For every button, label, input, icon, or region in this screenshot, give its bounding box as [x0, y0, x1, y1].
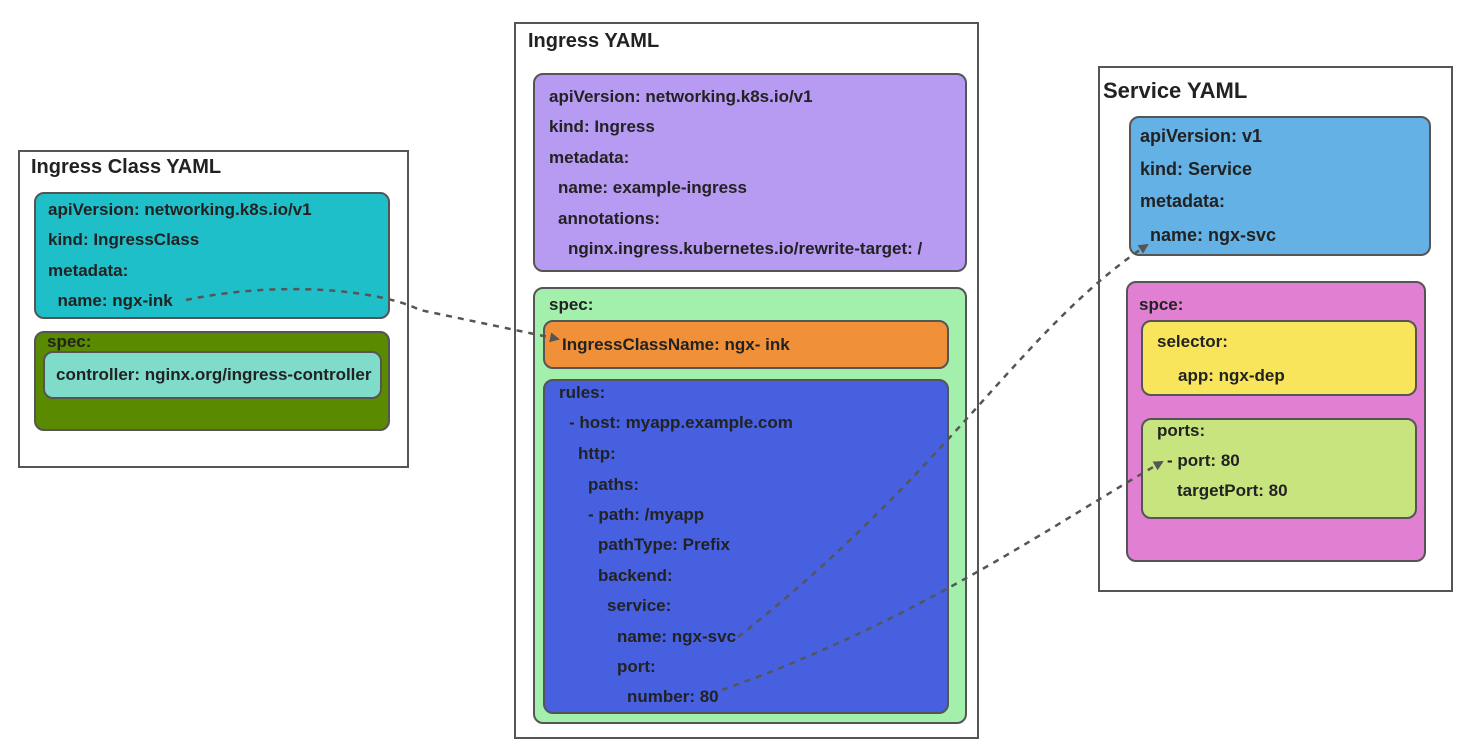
ingress-class-spec-label: spec: [47, 332, 92, 351]
ingress-line-name: name: example-ingress [558, 178, 747, 197]
service-selector-value: app: ngx-dep [1178, 366, 1285, 385]
ingress-spec-label: spec: [549, 295, 594, 314]
service-spec-label: spce: [1139, 295, 1184, 314]
service-ports-box [1141, 418, 1417, 519]
ingress-class-line-kind: kind: IngressClass [48, 230, 200, 249]
ingress-line-apiversion: apiVersion: networking.k8s.io/v1 [549, 87, 813, 106]
ingress-class-controller: controller: nginx.org/ingress-controller [56, 365, 372, 384]
ingress-class-line-name: name: ngx-ink [48, 291, 173, 310]
ingress-rules-pathtype: pathType: Prefix [598, 535, 730, 554]
ingress-line-metadata: metadata: [549, 148, 630, 167]
ingress-line-rewrite-target: nginx.ingress.kubernetes.io/rewrite-targ… [568, 239, 923, 258]
ingress-rules-paths: paths: [588, 475, 639, 494]
ingress-metadata-box [533, 73, 967, 272]
service-title: Service YAML [1103, 78, 1248, 103]
ingress-rules-path: - path: /myapp [588, 505, 705, 524]
ingress-rules-backend: backend: [598, 566, 673, 585]
ingress-rules-host: - host: myapp.example.com [569, 413, 793, 432]
ingress-class-name: IngressClassName: ngx- ink [562, 335, 790, 354]
ingress-class-controller-box [43, 351, 382, 399]
service-target-port-line: targetPort: 80 [1177, 481, 1288, 500]
service-port-line: - port: 80 [1167, 451, 1240, 470]
ingress-rules-service-name: name: ngx-svc [617, 627, 737, 646]
service-line-kind: kind: Service [1140, 159, 1253, 179]
ingress-class-title: Ingress Class YAML [31, 156, 222, 178]
ingress-class-line-metadata: metadata: [48, 261, 129, 280]
service-line-metadata: metadata: [1140, 191, 1226, 211]
ingress-rules-service: service: [607, 596, 672, 615]
ingress-rules-label: rules: [559, 383, 606, 402]
service-metadata-box [1129, 116, 1431, 256]
ingress-line-annotations: annotations: [558, 209, 660, 228]
ingress-rules-http: http: [578, 444, 616, 463]
ingress-class-line-apiversion: apiVersion: networking.k8s.io/v1 [48, 200, 312, 219]
service-ports-label: ports: [1157, 421, 1206, 440]
ingress-rules-port: port: [617, 657, 656, 676]
service-selector-label: selector: [1157, 332, 1228, 351]
ingress-rules-port-number: number: 80 [627, 687, 719, 706]
ingress-title: Ingress YAML [528, 30, 660, 52]
service-line-apiversion: apiVersion: v1 [1140, 126, 1263, 146]
ingress-line-kind: kind: Ingress [549, 117, 655, 136]
service-line-name: name: ngx-svc [1150, 225, 1277, 245]
